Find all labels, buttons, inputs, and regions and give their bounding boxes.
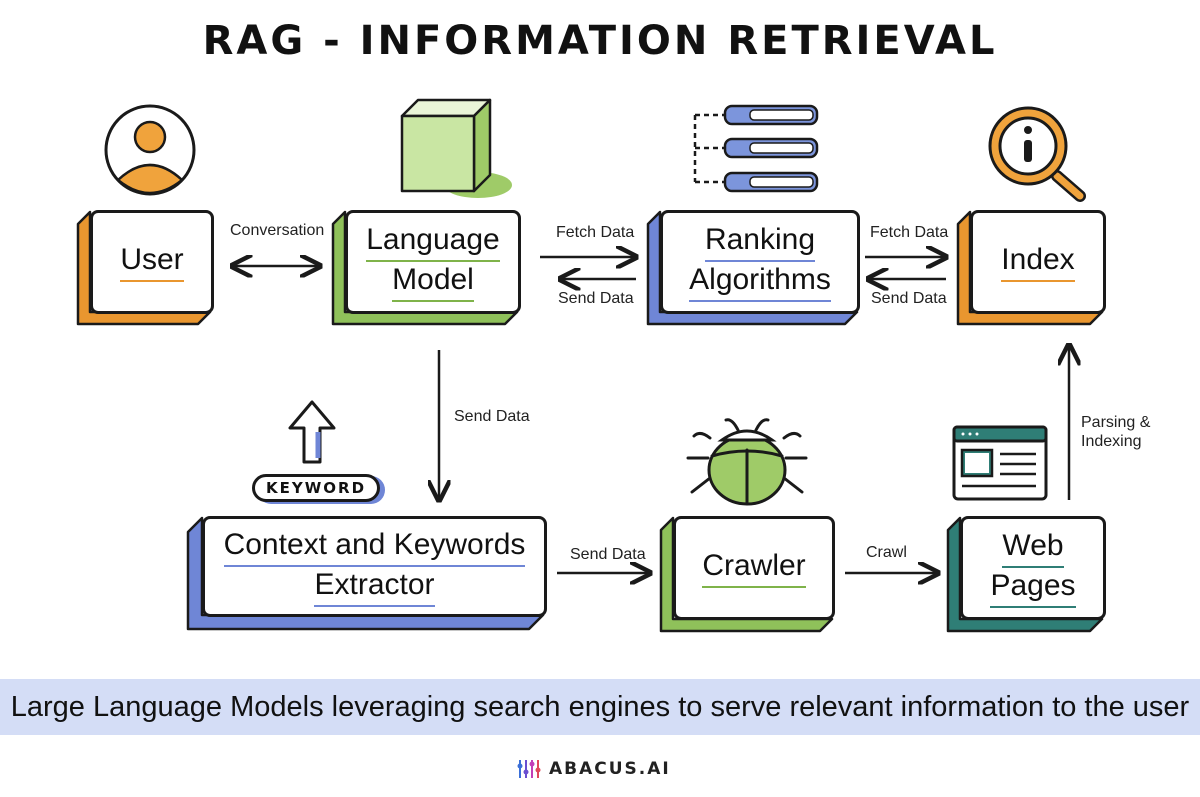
language-model-label-line-1: Language xyxy=(366,222,500,262)
caption-text: Large Language Models leveraging search … xyxy=(10,690,1190,723)
index-node-label: Index xyxy=(1001,242,1075,282)
list-icon xyxy=(693,104,819,193)
lm-send-data-label: Send Data xyxy=(558,290,634,307)
parsing-indexing-label: Parsing & Indexing xyxy=(1081,413,1150,451)
edges xyxy=(232,257,1069,573)
crawler-node-label: Crawler xyxy=(702,548,806,588)
lm-fetch-data-label: Fetch Data xyxy=(556,224,635,241)
brand-name: ABACUS.AI xyxy=(549,759,671,779)
web-pages-label-line-1: Web xyxy=(1002,528,1064,568)
parsing-label-line-2: Indexing xyxy=(1081,433,1142,451)
browser-window-icon xyxy=(952,425,1048,501)
user-avatar-icon xyxy=(104,104,196,196)
extractor-label-line-1: Context and Keywords xyxy=(223,527,526,567)
user-node-label: User xyxy=(120,242,184,282)
extractor-label-line-2: Extractor xyxy=(314,567,435,607)
ranking-algorithms-node: Ranking Algorithms xyxy=(660,210,860,314)
lm-to-extractor-label: Send Data xyxy=(454,408,530,425)
rank-send-data-label: Send Data xyxy=(871,290,947,307)
keyword-pill: KEYWORD xyxy=(252,474,380,502)
keyword-up-arrow-icon xyxy=(288,400,336,464)
conversation-label: Conversation xyxy=(230,222,325,239)
index-node: Index xyxy=(970,210,1106,314)
caption-banner: Large Language Models leveraging search … xyxy=(0,679,1200,735)
info-search-icon xyxy=(988,106,1086,202)
bug-icon xyxy=(686,418,808,506)
extractor-to-crawler-label: Send Data xyxy=(570,546,646,563)
extractor-node-shadow xyxy=(186,516,545,631)
web-pages-node: Web Pages xyxy=(960,516,1106,620)
brand: ABACUS.AI xyxy=(517,758,671,780)
ranking-label-line-1: Ranking xyxy=(704,222,816,262)
rank-fetch-data-label: Fetch Data xyxy=(870,224,949,241)
crawler-node: Crawler xyxy=(673,516,835,620)
context-keywords-extractor-node: Context and Keywords Extractor xyxy=(202,516,547,617)
crawl-label: Crawl xyxy=(866,544,907,561)
user-node: User xyxy=(90,210,214,314)
cube-icon xyxy=(400,98,512,198)
language-model-node: Language Model xyxy=(345,210,521,314)
web-pages-label-line-2: Pages xyxy=(990,568,1076,608)
parsing-label-line-1: Parsing & xyxy=(1081,414,1151,431)
abacus-logo-icon xyxy=(517,760,541,778)
ranking-label-line-2: Algorithms xyxy=(689,262,831,302)
diagram-title: RAG - INFORMATION RETRIEVAL xyxy=(202,18,998,64)
language-model-label-line-2: Model xyxy=(392,262,474,302)
